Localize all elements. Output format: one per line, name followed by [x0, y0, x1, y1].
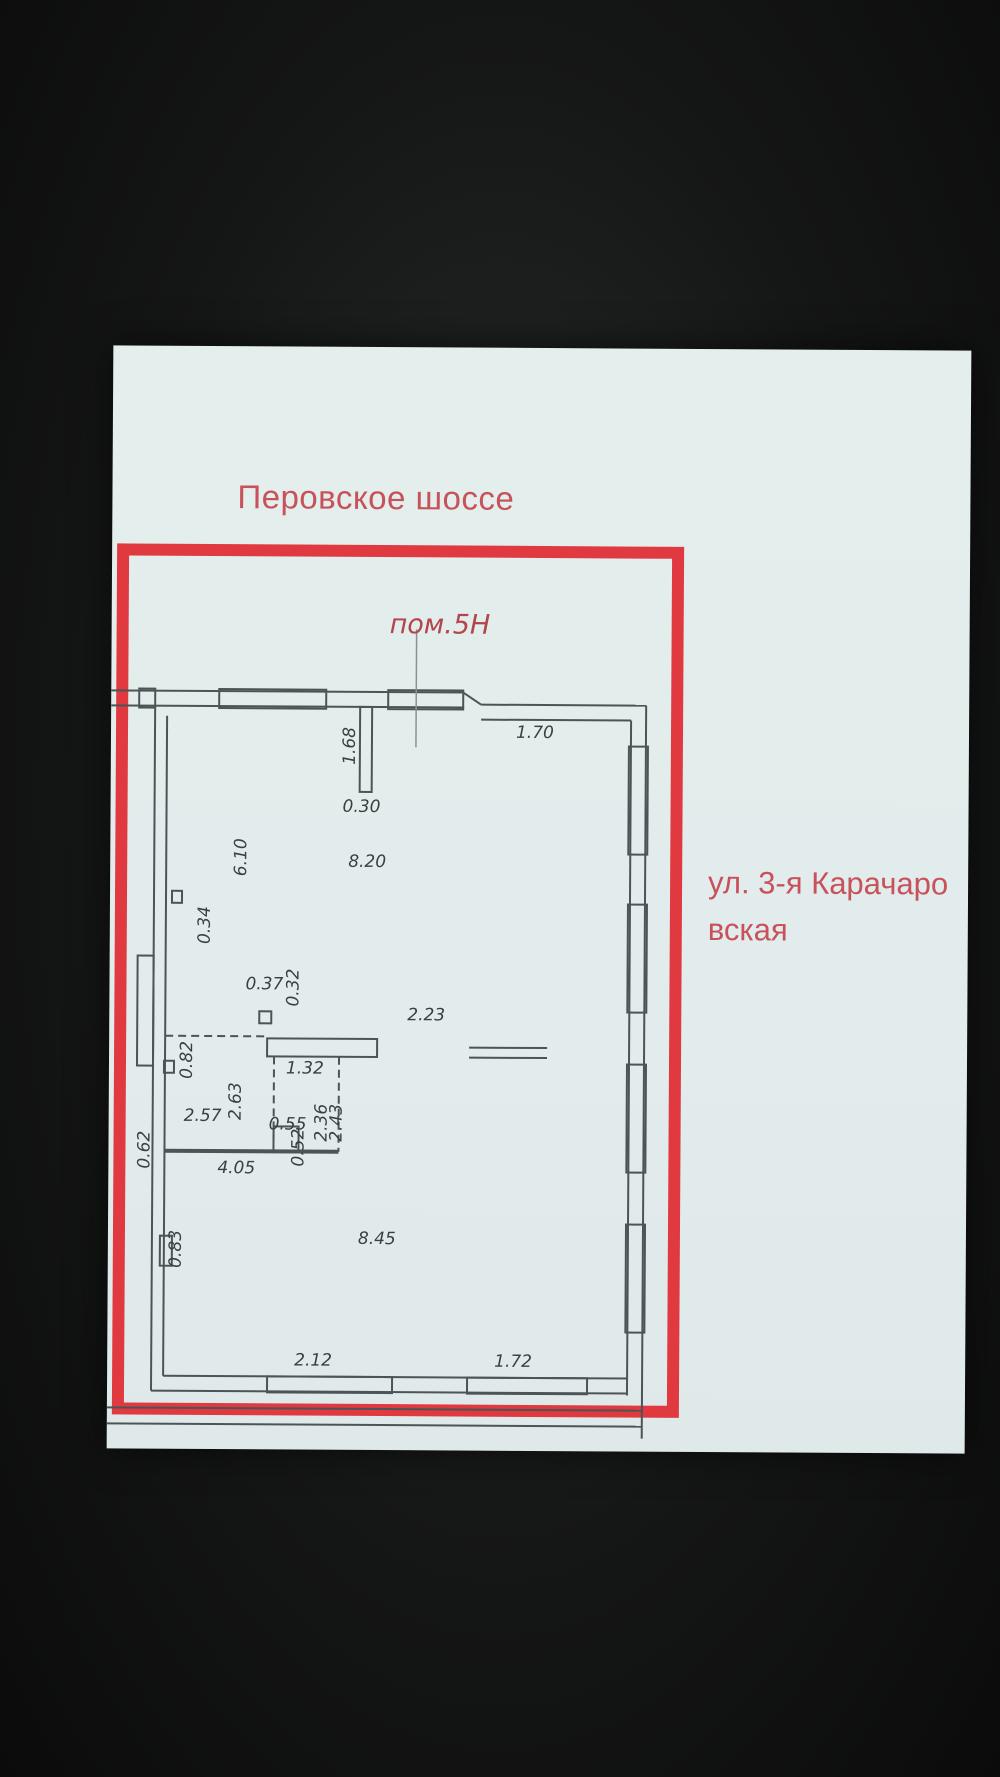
outer-walls [106, 687, 649, 1439]
dim-label: 0.34 [194, 906, 215, 945]
dim-label: 1.72 [494, 1351, 533, 1372]
dim-label: 0.52 [288, 1128, 309, 1167]
dim-label: 1.70 [515, 722, 554, 744]
dim-label: 0.82 [176, 1040, 198, 1079]
dim-label: 2.63 [225, 1082, 246, 1121]
dim-label: 4.05 [217, 1158, 256, 1179]
dim-label: 2.23 [407, 1005, 446, 1026]
dim-label: 2.12 [294, 1350, 333, 1371]
room-label: пом.5Н [389, 609, 491, 641]
floor-plan [106, 543, 685, 1439]
dim-label: 2.57 [183, 1105, 222, 1127]
dim-label: 0.62 [134, 1130, 155, 1169]
dim-label: 0.30 [342, 796, 381, 818]
dim-label: 1.68 [339, 726, 361, 765]
red-outline-frame [111, 543, 685, 1418]
monitor-screen: Перовское шоссе ул. 3-я Карачаровская [106, 345, 972, 1454]
dim-label: 8.20 [348, 851, 387, 873]
dim-label: 0.83 [165, 1229, 186, 1268]
dim-label: 1.32 [285, 1058, 324, 1079]
dim-label: 2.43 [326, 1103, 347, 1142]
dim-label: 0.37 [245, 974, 284, 995]
dim-label: 8.45 [357, 1228, 396, 1250]
dim-label: 0.32 [283, 968, 304, 1007]
dim-label: 6.10 [231, 838, 252, 877]
interior-partitions [158, 889, 379, 1267]
